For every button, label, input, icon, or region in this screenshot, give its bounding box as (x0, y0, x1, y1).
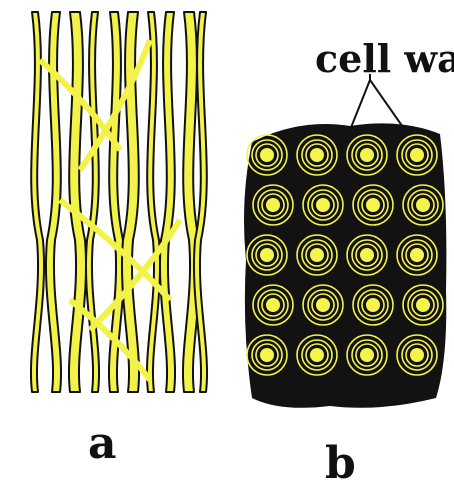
cell-lumen (410, 248, 424, 262)
cell-lumen (260, 248, 274, 262)
panel-b-cross-section (244, 123, 446, 407)
cell-lumen (316, 198, 330, 212)
cell-lumen (316, 298, 330, 312)
cell-lumen (360, 248, 374, 262)
cell-wall-label: cell wa (315, 36, 454, 81)
cell-wall-callout (350, 74, 405, 130)
cell-lumen (360, 148, 374, 162)
cell-lumen (266, 198, 280, 212)
cell-lumen (366, 298, 380, 312)
panel-a-label: a (88, 418, 117, 469)
cell-lumen (260, 148, 274, 162)
cell-lumen (410, 348, 424, 362)
cell-lumen (310, 148, 324, 162)
panel-a-fibers (22, 10, 214, 395)
cell-lumen (266, 298, 280, 312)
panel-b-label: b (325, 438, 356, 486)
cell-lumen (310, 248, 324, 262)
cell-lumen (260, 348, 274, 362)
cell-lumen (360, 348, 374, 362)
cell-lumen (416, 198, 430, 212)
cell-lumen (410, 148, 424, 162)
cell-lumen (366, 198, 380, 212)
cell-lumen (416, 298, 430, 312)
cell-lumen (310, 348, 324, 362)
